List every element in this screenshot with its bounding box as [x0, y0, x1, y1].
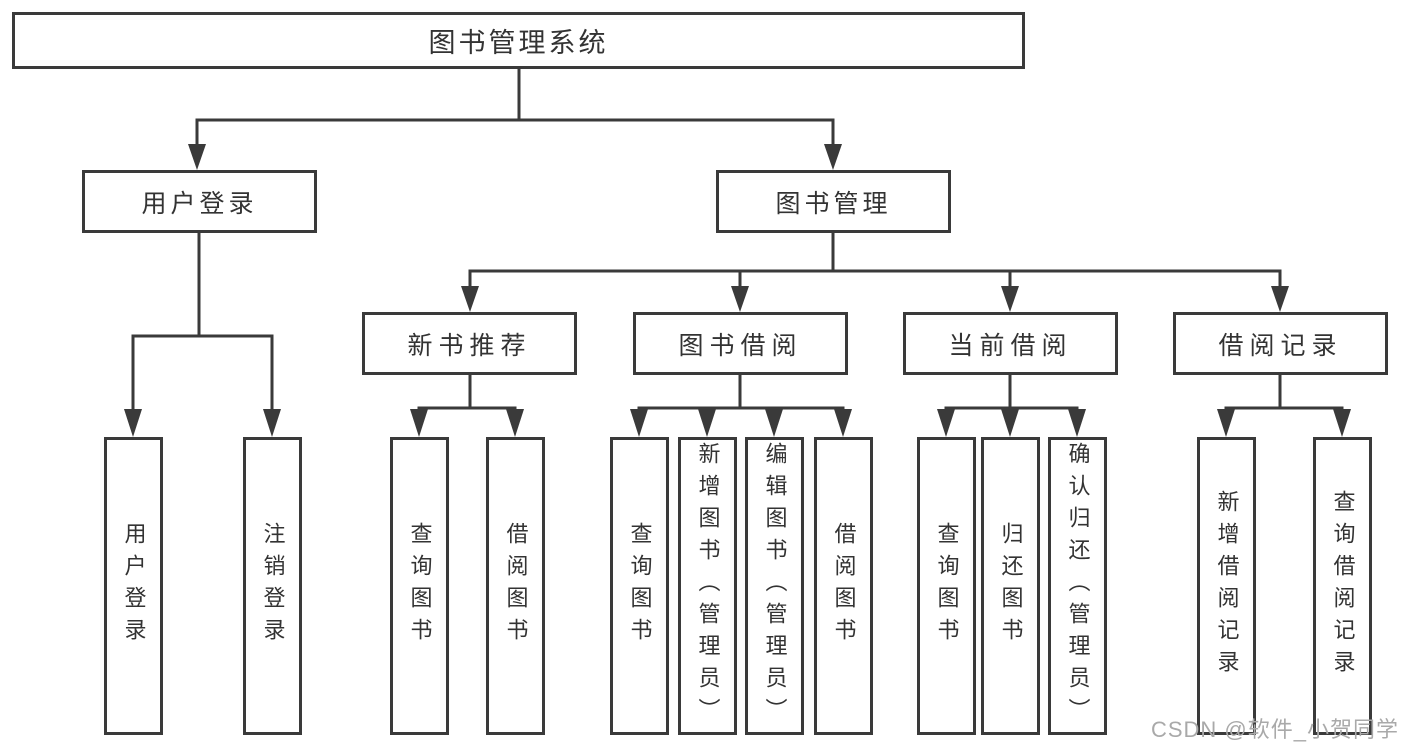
- leaf-confirm-return-admin-label: 确认归还（管理员）: [1065, 442, 1091, 730]
- node-new-book-recommendation-label: 新书推荐: [407, 331, 532, 360]
- leaf-query-borrow-record-label: 查询借阅记录: [1330, 490, 1356, 682]
- leaf-confirm-return-admin: 确认归还（管理员）: [1048, 437, 1107, 735]
- leaf-return-book: 归还图书: [981, 437, 1040, 735]
- leaf-borrow-books-label: 借阅图书: [831, 522, 857, 650]
- leaf-user-login: 用户登录: [104, 437, 163, 735]
- leaf-edit-book-admin-label: 编辑图书（管理员）: [762, 442, 788, 730]
- leaf-query-books-recommend: 查询图书: [390, 437, 449, 735]
- node-borrowing-records: 借阅记录: [1173, 312, 1388, 375]
- node-borrowing-records-label: 借阅记录: [1218, 331, 1343, 360]
- leaf-borrow-books-recommend-label: 借阅图书: [503, 522, 529, 650]
- leaf-borrow-books-recommend: 借阅图书: [486, 437, 545, 735]
- leaf-borrow-books: 借阅图书: [814, 437, 873, 735]
- leaf-query-books-borrowing-label: 查询图书: [627, 522, 653, 650]
- node-current-borrowing: 当前借阅: [903, 312, 1118, 375]
- node-user-login-branch-label: 用户登录: [141, 189, 258, 218]
- node-book-management-branch-label: 图书管理: [775, 189, 892, 218]
- node-root-label: 图书管理系统: [428, 28, 609, 58]
- leaf-edit-book-admin: 编辑图书（管理员）: [745, 437, 804, 735]
- node-current-borrowing-label: 当前借阅: [948, 331, 1073, 360]
- node-book-borrowing: 图书借阅: [633, 312, 848, 375]
- node-book-management-branch: 图书管理: [716, 170, 951, 233]
- leaf-return-book-label: 归还图书: [998, 522, 1024, 650]
- leaf-add-borrow-record-label: 新增借阅记录: [1214, 490, 1240, 682]
- leaf-logout: 注销登录: [243, 437, 302, 735]
- leaf-query-books-current: 查询图书: [917, 437, 976, 735]
- leaf-add-book-admin: 新增图书（管理员）: [678, 437, 737, 735]
- csdn-watermark: CSDN @软件_小贺同学: [1150, 717, 1399, 742]
- leaf-logout-label: 注销登录: [260, 522, 286, 650]
- leaf-query-books-borrowing: 查询图书: [610, 437, 669, 735]
- leaf-user-login-label: 用户登录: [121, 522, 147, 650]
- leaf-query-books-current-label: 查询图书: [934, 522, 960, 650]
- leaf-add-book-admin-label: 新增图书（管理员）: [695, 442, 721, 730]
- leaf-add-borrow-record: 新增借阅记录: [1197, 437, 1256, 735]
- node-book-borrowing-label: 图书借阅: [678, 331, 803, 360]
- node-user-login-branch: 用户登录: [82, 170, 317, 233]
- node-root: 图书管理系统: [12, 12, 1025, 69]
- arrowheads: [124, 144, 1351, 437]
- node-new-book-recommendation: 新书推荐: [362, 312, 577, 375]
- leaf-query-borrow-record: 查询借阅记录: [1313, 437, 1372, 735]
- leaf-query-books-recommend-label: 查询图书: [407, 522, 433, 650]
